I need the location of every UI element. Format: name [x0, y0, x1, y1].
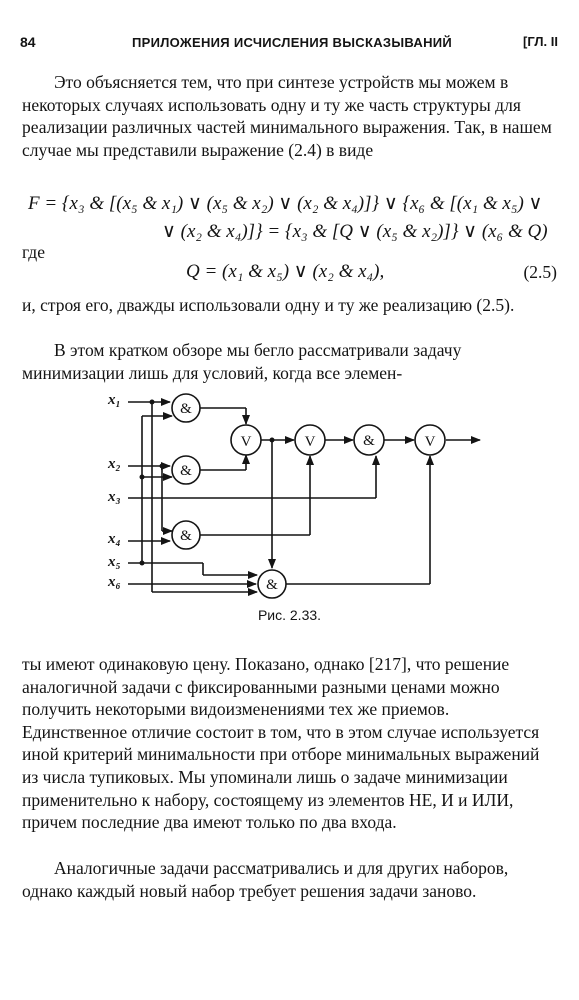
input-x1: x₁ [107, 392, 121, 408]
or-gate-1 [230, 424, 262, 456]
paragraph-3: В этом кратком обзоре мы бегло рассматри… [22, 340, 462, 383]
figure-caption: Рис. 2.33. [257, 607, 322, 623]
and-label-5: & [266, 577, 278, 593]
and-label-4: & [363, 433, 375, 449]
chapter-label: [ГЛ. II [523, 34, 558, 49]
formula-q: Q = (x₁ & x₅) ∨ (x₂ & x₄), [186, 261, 385, 282]
paragraph-5: Аналогичные задачи рассматривались и для… [22, 858, 509, 901]
equation-number: (2.5) [523, 262, 557, 282]
or-gate-2 [294, 424, 326, 456]
and-gate-5 [257, 569, 287, 599]
paragraph-1: Это объясняется тем, что при синтезе уст… [22, 72, 552, 160]
input-x5: x₅ [107, 554, 121, 570]
or-label-2: V [305, 434, 316, 450]
where-label: где [22, 242, 45, 262]
or-gate-3 [414, 424, 446, 456]
formula-line-2: ∨ (x₂ & x₄)]} = {x₃ & [Q ∨ (x₅ & x₂)]} ∨… [162, 221, 548, 242]
page-header: 84 ПРИЛОЖЕНИЯ ИСЧИСЛЕНИЯ ВЫСКАЗЫВАНИЙ [Г… [20, 34, 558, 54]
input-x3: x₃ [107, 489, 121, 505]
input-x4: x₄ [107, 531, 121, 547]
formula-line-1: F = {x₃ & [(x₅ & x₁) ∨ (x₅ & x₂) ∨ (x₂ &… [28, 193, 543, 214]
and-gate-2 [171, 455, 201, 485]
input-x6: x₆ [107, 574, 121, 590]
logic-circuit-figure: & & & V V & V & x₁ x₂ x₃ x₄ x₅ x₆ [107, 392, 481, 599]
running-title: ПРИЛОЖЕНИЯ ИСЧИСЛЕНИЯ ВЫСКАЗЫВАНИЙ [132, 35, 453, 50]
and-label-1: & [180, 401, 192, 417]
and-gate-4 [353, 424, 385, 456]
page-number: 84 [20, 34, 36, 50]
or-label-3: V [425, 434, 436, 450]
and-gate-3 [171, 520, 201, 550]
and-gate-1 [171, 393, 201, 423]
paragraph-2: и, строя его, дважды использовали одну и… [22, 295, 515, 315]
and-label-2: & [180, 463, 192, 479]
input-x2: x₂ [107, 456, 121, 472]
and-label-3: & [180, 528, 192, 544]
or-label-1: V [241, 434, 252, 450]
paragraph-4: ты имеют одинаковую цену. Показано, одна… [22, 654, 540, 833]
